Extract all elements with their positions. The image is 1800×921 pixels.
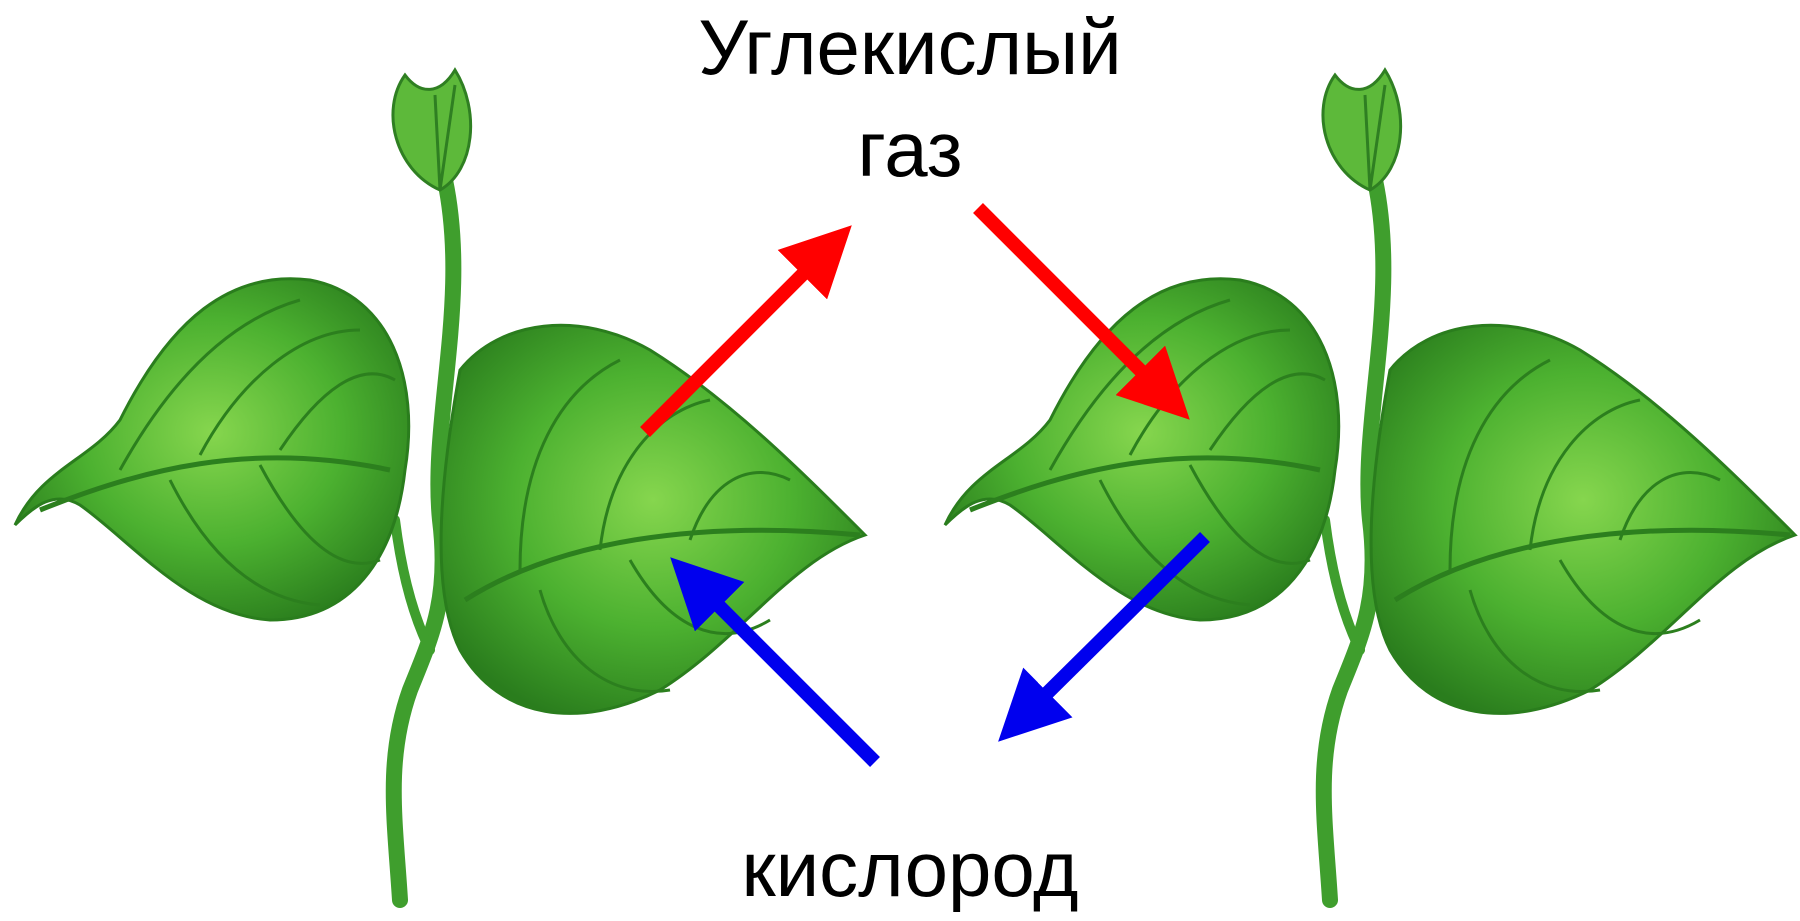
- plant-icon: [945, 70, 1795, 900]
- carbon-dioxide-label-line2: газ: [690, 110, 1130, 188]
- oxygen-label: кислород: [690, 830, 1130, 908]
- carbon-dioxide-label-line1: Углекислый: [690, 8, 1130, 86]
- oxygen-in-arrow: [690, 577, 875, 762]
- co2-out-arrow: [645, 245, 832, 432]
- plant-icon: [15, 70, 865, 900]
